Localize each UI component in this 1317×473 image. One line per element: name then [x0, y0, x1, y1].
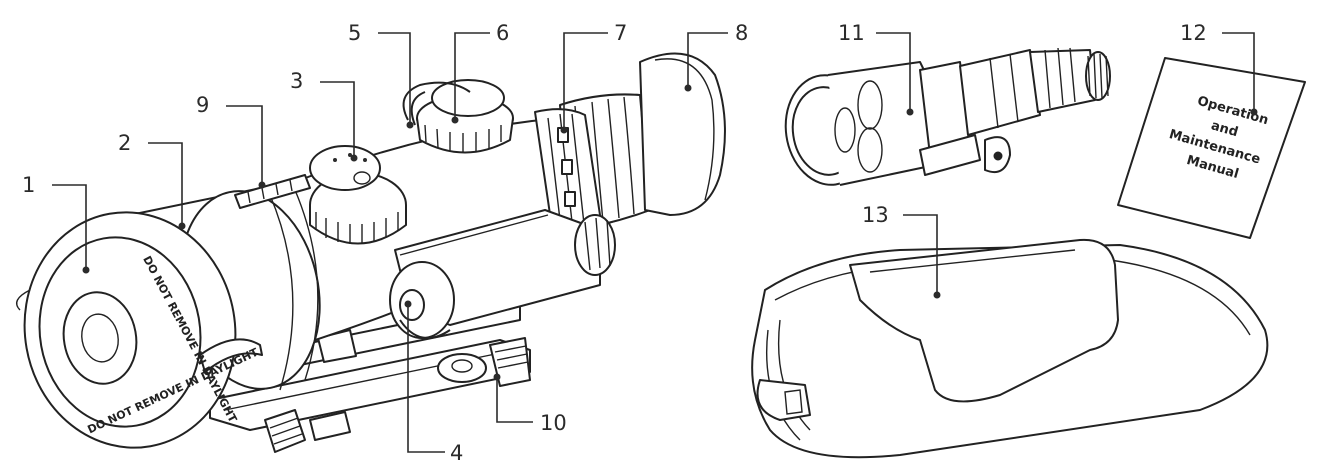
callout-6: 6 — [451, 21, 509, 124]
ir-illuminator-illustration — [784, 47, 1111, 186]
callout-2: 2 — [118, 131, 186, 230]
callout-number-10: 10 — [540, 411, 567, 435]
callout-number-2: 2 — [118, 131, 131, 155]
manual-title-line2: and — [1209, 118, 1239, 140]
callout-number-11: 11 — [838, 21, 865, 45]
callout-13: 13 — [862, 203, 941, 299]
callout-12: 12 — [1180, 21, 1258, 116]
callout-10: 10 — [493, 373, 567, 435]
callout-number-3: 3 — [290, 69, 303, 93]
ir-illuminator-mount — [389, 209, 616, 339]
callout-number-5: 5 — [348, 21, 361, 45]
callout-4: 4 — [404, 300, 463, 465]
callout-11: 11 — [838, 21, 914, 116]
callout-number-8: 8 — [735, 21, 748, 45]
callout-3: 3 — [290, 69, 358, 162]
battery-compartment-cap — [402, 79, 514, 154]
callout-number-7: 7 — [614, 21, 627, 45]
callout-number-13: 13 — [862, 203, 889, 227]
callout-number-4: 4 — [450, 441, 463, 465]
callout-number-6: 6 — [496, 21, 509, 45]
callout-7: 7 — [560, 21, 627, 134]
callout-5: 5 — [348, 21, 414, 129]
callout-number-1: 1 — [22, 173, 35, 197]
carrying-case — [751, 238, 1269, 459]
callout-9: 9 — [196, 93, 266, 189]
manual-booklet: Operation and Maintenance Manual — [1117, 57, 1306, 239]
callout-number-12: 12 — [1180, 21, 1207, 45]
callout-8: 8 — [684, 21, 748, 92]
top-rail — [234, 174, 311, 209]
objective-lens-cap: DO NOT REMOVE IN DAYLIGHT DO NOT REMOVE … — [16, 211, 263, 449]
rifle-scope-illustration: DO NOT REMOVE IN DAYLIGHT DO NOT REMOVE … — [16, 52, 726, 453]
callout-1: 1 — [22, 173, 90, 274]
callout-number-9: 9 — [196, 93, 209, 117]
eyecup — [639, 52, 726, 216]
control-dial — [309, 145, 407, 245]
